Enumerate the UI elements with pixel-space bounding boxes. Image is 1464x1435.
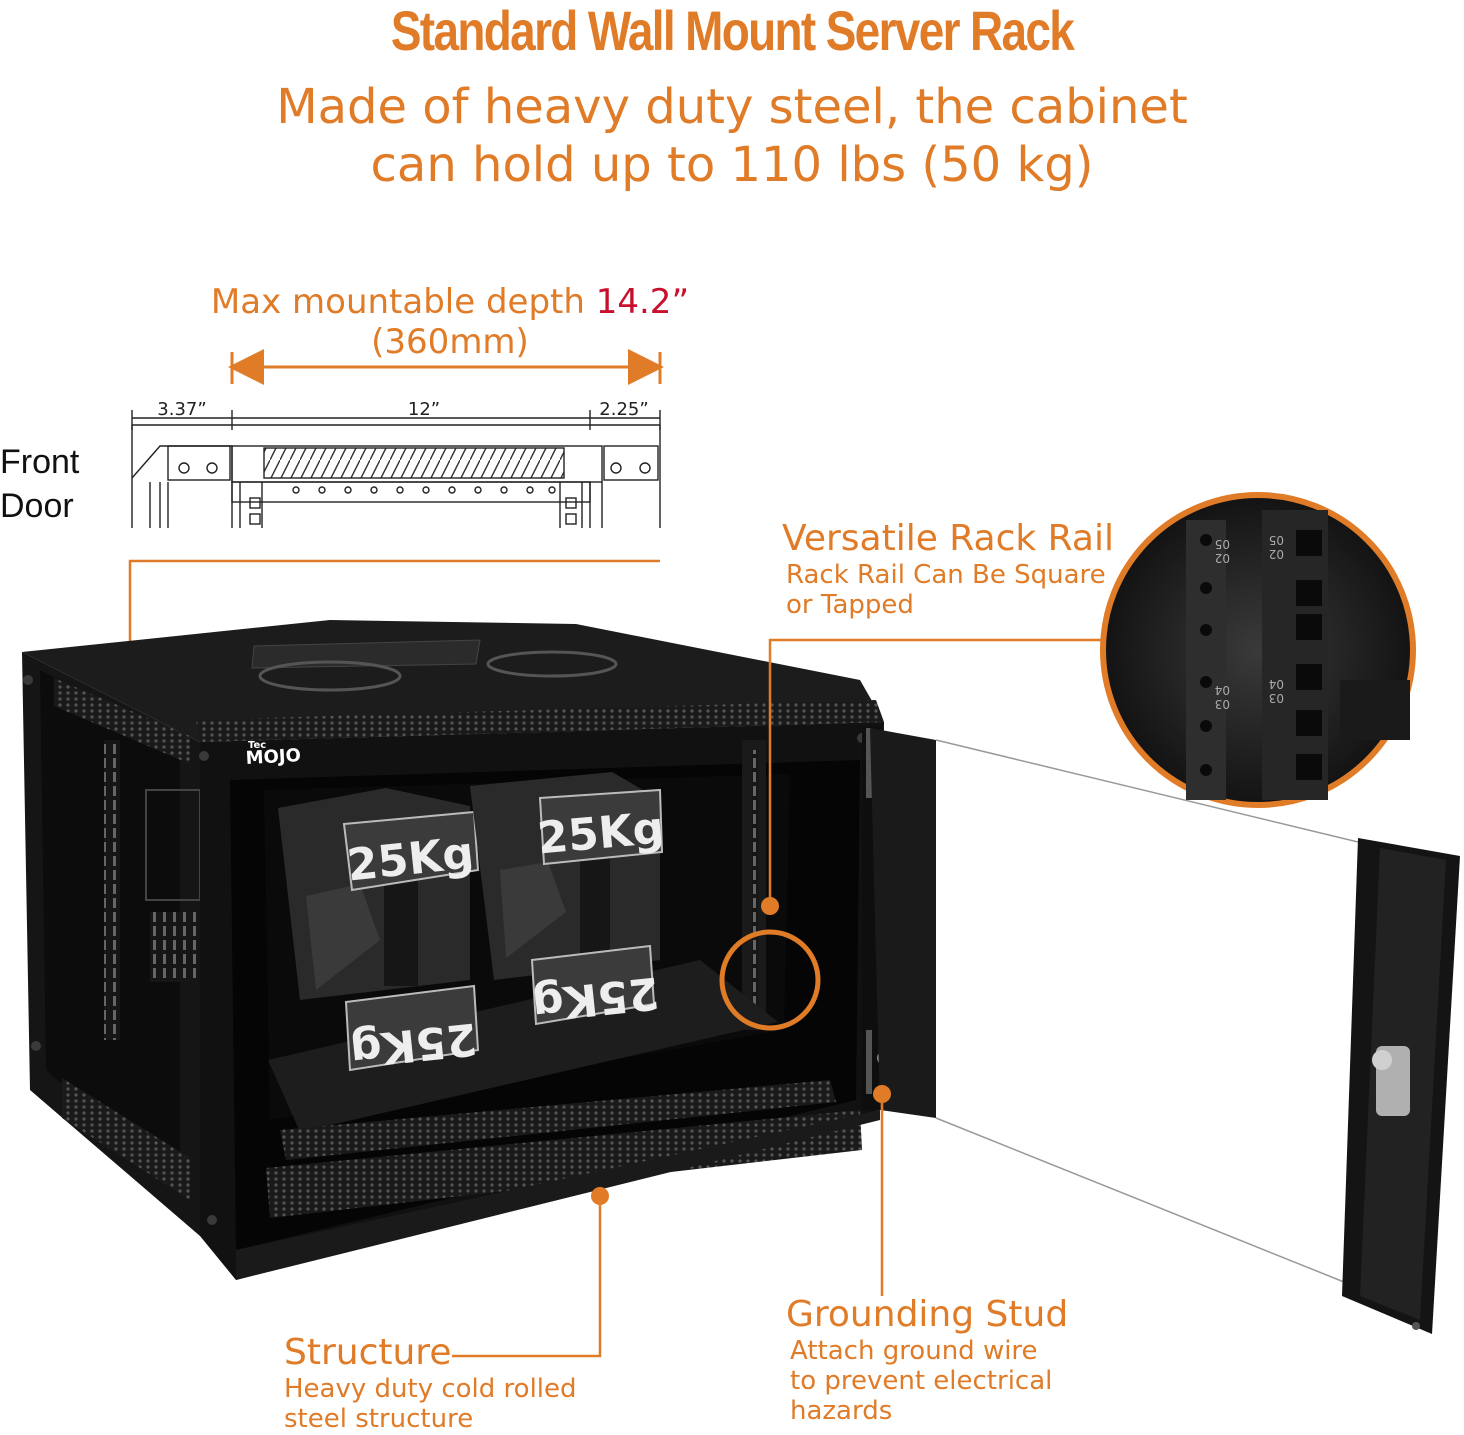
subtitle-line-1: Made of heavy duty steel, the cabinet [276,79,1188,135]
rail-leader [768,638,1104,906]
dim-rear: 2.25” [599,399,648,420]
rail-number-4: 02 [1269,547,1284,561]
rail-number-8: 03 [1269,691,1284,705]
depth-value: 14.2” [595,282,690,322]
rail-zoom [1100,492,1416,808]
callout-grounding-stud: Grounding Stud Attach ground wire to pre… [786,1294,1068,1426]
dim-front: 3.37” [157,399,206,420]
grounding-title: Grounding Stud [786,1294,1069,1335]
brand-logo: MOJO [245,745,301,769]
rail-number-5: 04 [1215,683,1230,697]
structure-line-1: Heavy duty cold rolled [284,1374,577,1404]
rail-number-2: 02 [1215,551,1230,565]
page-title: Standard Wall Mount Server Rack [390,0,1075,62]
structure-title: Structure [284,1332,452,1373]
subtitle: Made of heavy duty steel, the cabinet ca… [200,78,1264,194]
front-door-label: Front Door [0,440,79,528]
weight-stack-left [278,788,480,1072]
rack-rail-title: Versatile Rack Rail [782,518,1114,559]
rail-number-6: 03 [1215,697,1230,711]
structure-leader [452,1196,602,1358]
rack-rail-line-2: or Tapped [786,590,914,620]
callout-rack-rail: Versatile Rack Rail Rack Rail Can Be Squ… [782,518,1114,620]
subtitle-line-2: can hold up to 110 lbs (50 kg) [370,137,1094,193]
weight-stack-right [470,772,664,1026]
rail-number-1: 05 [1215,537,1230,551]
depth-label: Max mountable depth 14.2” (360mm) [180,282,720,362]
callout-structure: Structure Heavy duty cold rolled steel s… [284,1332,577,1434]
rail-number-3: 05 [1269,533,1284,547]
side-diagram [131,410,661,528]
grounding-line-2: to prevent electrical [790,1366,1053,1396]
rail-number-7: 04 [1269,677,1284,691]
glass-door [870,728,1460,1334]
front-door-line-2: Door [0,487,74,525]
depth-label-text: Max mountable depth [210,282,585,322]
structure-line-2: steel structure [284,1404,474,1434]
rack-rail-line-1: Rack Rail Can Be Square [786,560,1106,590]
grounding-line-3: hazards [790,1396,893,1426]
dim-middle: 12” [408,399,440,420]
grounding-line-1: Attach ground wire [790,1336,1038,1366]
front-door-line-1: Front [0,443,80,481]
weight-label-2: 25Kg [535,803,666,865]
brand-prefix: Tec [248,740,266,751]
